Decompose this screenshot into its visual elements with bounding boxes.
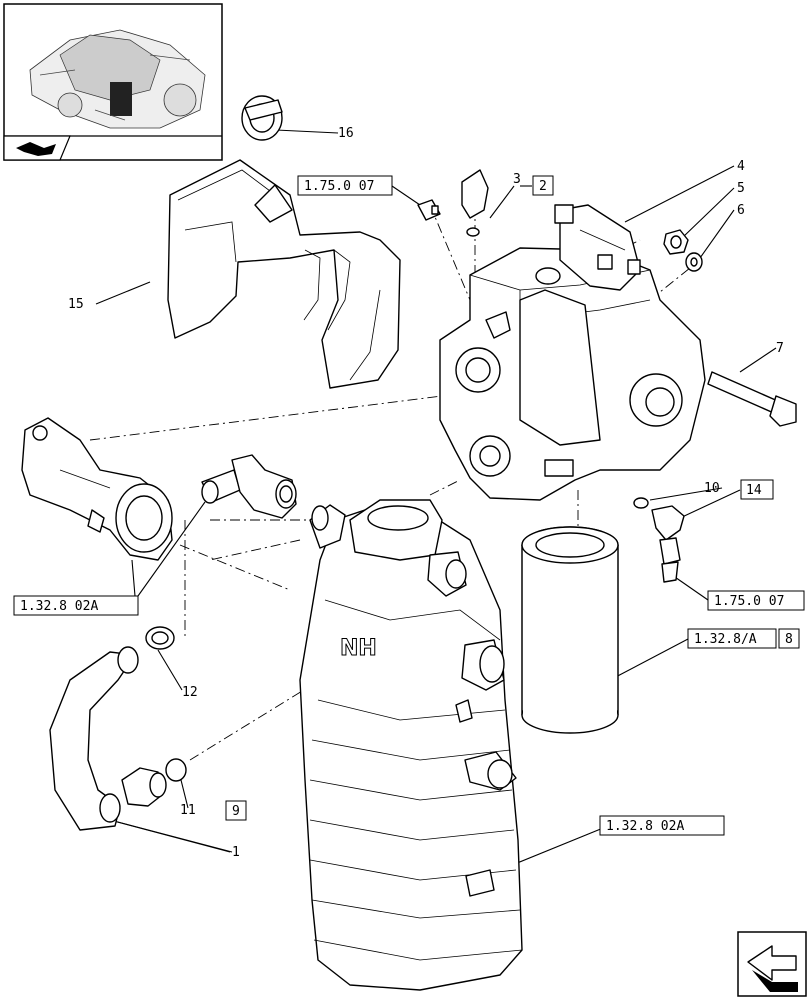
part-11-adapter[interactable] [121, 758, 187, 807]
part-5-nut[interactable] [663, 229, 689, 255]
callout-5: 5 [737, 181, 745, 196]
callout-10: 10 [704, 481, 720, 496]
part-6-washer[interactable] [685, 252, 703, 272]
svg-text:1.32.8 02A: 1.32.8 02A [20, 599, 98, 614]
callout-12: 12 [182, 685, 198, 700]
part-15-protective-cover[interactable] [167, 159, 401, 389]
ref-1-75-0-07-top[interactable]: 1.75.0 07 [297, 175, 393, 196]
part-16-band-clamp[interactable] [241, 95, 283, 141]
ref-1-32-8-02a-left[interactable]: 1.32.8 02A [13, 595, 139, 616]
svg-text:14: 14 [746, 483, 762, 498]
pressure-switch-right[interactable] [651, 505, 685, 583]
tractor-transmission-thumbnail-icon [29, 29, 206, 129]
svg-text:1.75.0 07: 1.75.0 07 [714, 594, 784, 609]
callout-11: 11 [180, 803, 196, 818]
transmission-housing[interactable]: NH [299, 499, 523, 991]
ref-14[interactable]: 14 [740, 479, 774, 500]
book-navigation-icon[interactable] [3, 135, 71, 161]
svg-text:1.75.0 07: 1.75.0 07 [304, 179, 374, 194]
part-12-hose-clamp[interactable] [145, 626, 175, 650]
callout-15: 15 [68, 297, 84, 312]
ref-1-32-8-02a-right[interactable]: 1.32.8 02A [599, 815, 725, 836]
callout-7: 7 [776, 341, 784, 356]
part-3-elbow-fitting[interactable] [417, 169, 489, 237]
ref-1-32-8a[interactable]: 1.32.8/A [687, 628, 777, 649]
callout-1: 1 [232, 845, 240, 860]
tube-connector[interactable] [201, 454, 297, 519]
callout-labels: 16 3 4 5 6 7 15 10 12 11 1 [68, 126, 784, 860]
svg-text:8: 8 [785, 632, 793, 647]
callout-16: 16 [338, 126, 354, 141]
part-8-filter-cartridge[interactable] [521, 526, 619, 734]
ref-1-75-0-07-right[interactable]: 1.75.0 07 [707, 590, 805, 611]
part-4-hydraulic-pump[interactable] [439, 204, 706, 501]
callout-4: 4 [737, 159, 745, 174]
next-page-arrow-icon[interactable] [737, 931, 807, 997]
part-10-o-ring[interactable] [633, 497, 649, 509]
callout-3: 3 [513, 172, 521, 187]
suction-manifold[interactable] [21, 417, 173, 561]
svg-text:1.32.8 02A: 1.32.8 02A [606, 819, 684, 834]
callout-6: 6 [737, 203, 745, 218]
part-7-bolt[interactable] [707, 371, 797, 427]
leader-lines [95, 129, 777, 871]
ref-9[interactable]: 9 [225, 800, 247, 821]
svg-text:1.32.8/A: 1.32.8/A [694, 632, 757, 647]
ref-8[interactable]: 8 [778, 628, 800, 649]
thumbnail-frame[interactable] [3, 3, 223, 161]
housing-lettering: NH [340, 636, 377, 661]
svg-text:2: 2 [539, 179, 547, 194]
ref-2[interactable]: 2 [532, 175, 554, 196]
svg-text:9: 9 [232, 804, 240, 819]
part-1-hose[interactable] [49, 646, 139, 831]
